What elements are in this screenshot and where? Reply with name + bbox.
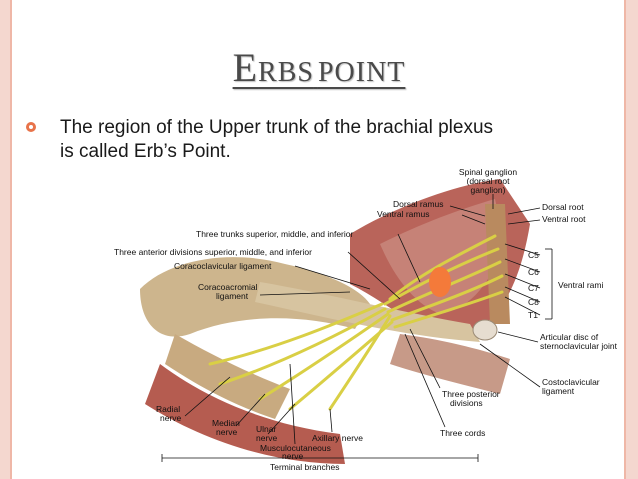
label-articular-disc-2: sternoclavicular joint bbox=[540, 341, 618, 351]
clavicle-bone bbox=[255, 282, 480, 342]
label-costoclavicular-1: Costoclavicular bbox=[542, 377, 600, 387]
label-three-trunks: Three trunks superior, middle, and infer… bbox=[196, 229, 353, 239]
bullet-text: The region of the Upper trunk of the bra… bbox=[60, 116, 580, 164]
bullet-line-1: The region of the Upper trunk of the bra… bbox=[60, 117, 494, 138]
label-c6: C6 bbox=[528, 267, 539, 277]
rib-area bbox=[390, 334, 510, 394]
label-costoclavicular-2: ligament bbox=[542, 386, 575, 396]
label-median-2: nerve bbox=[216, 427, 238, 437]
nerve-t1 bbox=[393, 290, 504, 329]
label-c8: C8 bbox=[528, 297, 539, 307]
label-radial-1: Radial bbox=[156, 404, 180, 414]
label-c5: C5 bbox=[528, 250, 539, 260]
label-dorsal-root: Dorsal root bbox=[542, 202, 584, 212]
label-spinal-ganglion-3: ganglion) bbox=[471, 185, 506, 195]
nerve-axillary bbox=[328, 314, 392, 411]
label-ulnar-1: Ulnar bbox=[256, 424, 276, 434]
title-rest: RBS bbox=[258, 57, 314, 88]
label-coracoclavicular: Coracoclavicular ligament bbox=[174, 261, 272, 271]
nerve-c8 bbox=[390, 274, 504, 322]
label-terminal-branches: Terminal branches bbox=[270, 462, 339, 472]
label-dorsal-ramus: Dorsal ramus bbox=[393, 199, 444, 209]
label-articular-disc-1: Articular disc of bbox=[540, 332, 599, 342]
label-axillary: Axillary nerve bbox=[312, 433, 363, 443]
label-musculocutaneous-1: Musculocutaneous bbox=[260, 443, 331, 453]
label-three-cords: Three cords bbox=[440, 428, 485, 438]
nerve-median bbox=[258, 312, 390, 401]
neck-muscle-light bbox=[380, 199, 505, 314]
articular-disc bbox=[472, 319, 498, 341]
slide-title: ERBS POINT bbox=[0, 44, 638, 91]
label-median-1: Median bbox=[212, 418, 240, 428]
right-edge-stripe bbox=[624, 0, 638, 479]
erbs-point-marker bbox=[429, 267, 451, 297]
title-second-word: POINT bbox=[317, 57, 406, 88]
label-musculocutaneous-2: nerve bbox=[282, 451, 304, 461]
label-ventral-root: Ventral root bbox=[542, 214, 586, 224]
upper-arm-bone bbox=[165, 334, 290, 419]
label-three-posterior-1: Three posterior bbox=[442, 389, 500, 399]
bullet-line-2: is called Erb’s Point. bbox=[60, 141, 231, 162]
bullet-circle-icon bbox=[26, 122, 36, 132]
label-ventral-rami: Ventral rami bbox=[558, 280, 603, 290]
brachial-plexus-illustration: Spinal ganglion (dorsal root ganglion) D… bbox=[114, 167, 618, 472]
label-ventral-ramus: Ventral ramus bbox=[377, 209, 429, 219]
label-spinal-ganglion-2: (dorsal root bbox=[467, 176, 511, 186]
leader-lines bbox=[161, 194, 553, 462]
label-radial-2: nerve bbox=[160, 413, 182, 423]
label-t1: T1 bbox=[528, 310, 538, 320]
nerve-c5 bbox=[388, 234, 497, 301]
title-initial: E bbox=[232, 45, 259, 90]
label-coracoacromial-2: ligament bbox=[216, 291, 249, 301]
nerve-musculocutaneous bbox=[208, 302, 384, 366]
label-coracoacromial-1: Coracoacromial bbox=[198, 282, 258, 292]
brachial-plexus-figure: Spinal ganglion (dorsal root ganglion) D… bbox=[100, 164, 638, 479]
label-three-posterior-2: divisions bbox=[450, 398, 483, 408]
label-ulnar-2: nerve bbox=[256, 433, 278, 443]
nerve-radial bbox=[218, 307, 387, 386]
shoulder-bone bbox=[140, 257, 370, 337]
label-c7: C7 bbox=[528, 283, 539, 293]
label-three-anterior-divisions: Three anterior divisions superior, middl… bbox=[114, 247, 312, 257]
left-edge-stripe bbox=[0, 0, 12, 479]
label-spinal-ganglion-1: Spinal ganglion bbox=[459, 167, 517, 177]
